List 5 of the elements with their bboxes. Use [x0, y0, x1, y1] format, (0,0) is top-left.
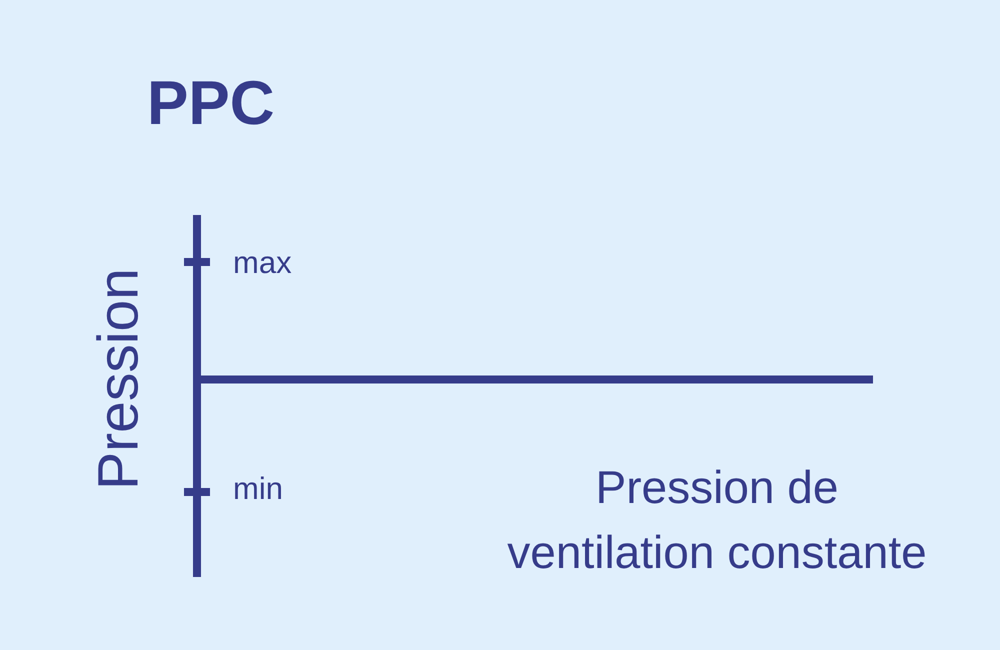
tick-label: min — [233, 473, 283, 504]
line-label: Pression de ventilation constante — [506, 460, 928, 580]
y-axis-label: Pression — [90, 268, 148, 490]
chart-title: PPC — [147, 73, 274, 135]
tick-label: max — [233, 247, 292, 278]
